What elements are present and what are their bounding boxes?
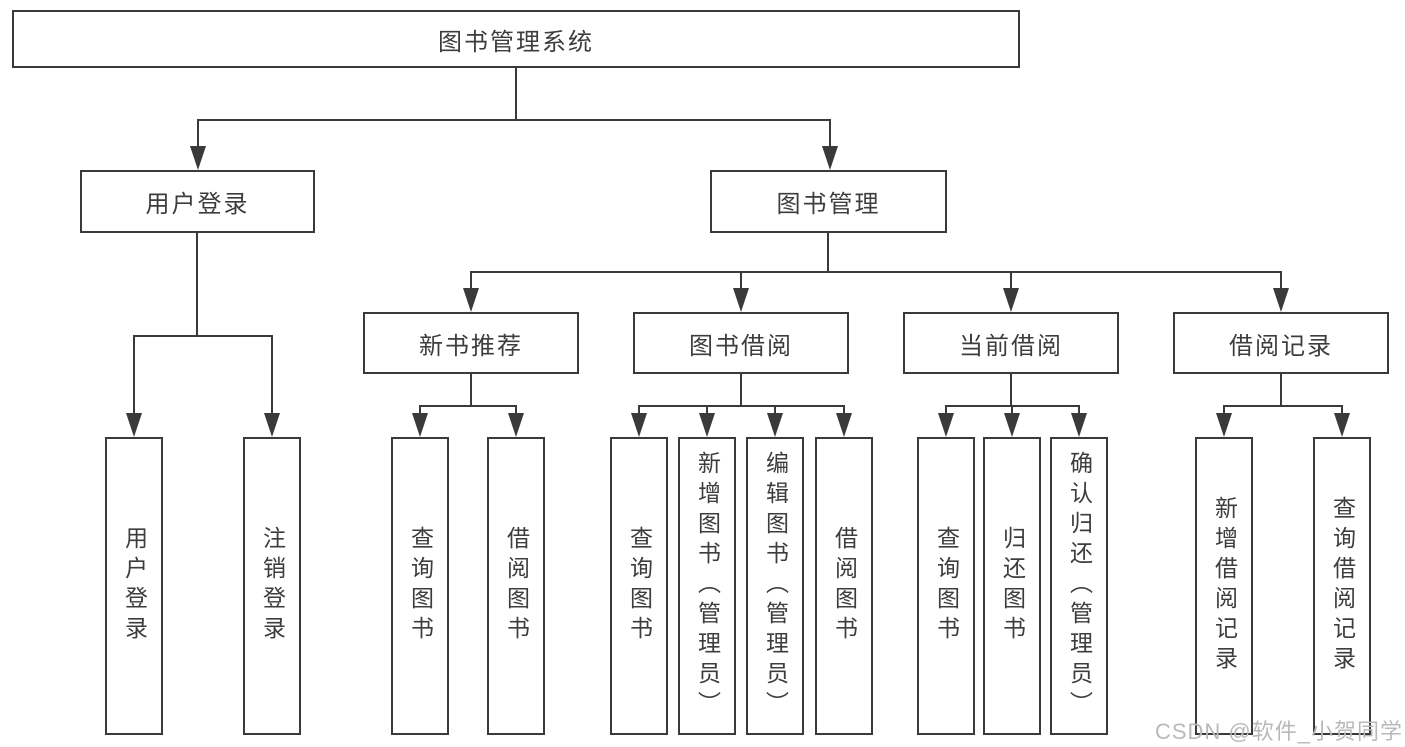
leaf-label: 借阅图书 [503, 526, 530, 646]
connector-vline [470, 374, 472, 407]
leaf-node-add-borrow-record: 新增借阅记录 [1195, 437, 1253, 735]
connector-hline [419, 405, 517, 407]
group-label: 借阅记录 [1229, 332, 1333, 360]
leaf-label: 编辑图书（管理员） [762, 451, 789, 721]
leaf-node-borrow-books: 借阅图书 [487, 437, 545, 735]
group-label: 当前借阅 [959, 332, 1063, 360]
connector-vline [1280, 271, 1282, 292]
leaf-label: 新增图书（管理员） [694, 451, 721, 721]
connector-hline [133, 335, 273, 337]
leaf-label: 查询图书 [407, 526, 434, 646]
arrow-down-icon [631, 413, 647, 437]
connector-vline [1010, 271, 1012, 292]
leaf-node-return-books: 归还图书 [983, 437, 1041, 735]
connector-vline [1341, 405, 1343, 417]
leaf-node-add-books-admin: 新增图书（管理员） [678, 437, 736, 735]
connector-vline [515, 68, 517, 121]
connector-vline [843, 405, 845, 417]
arrow-down-icon [264, 413, 280, 437]
node-book-management: 图书管理 [710, 170, 947, 233]
leaf-label: 用户登录 [121, 526, 148, 646]
connector-vline [706, 405, 708, 417]
arrow-down-icon [126, 413, 142, 437]
arrow-down-icon [836, 413, 852, 437]
leaf-label: 归还图书 [999, 526, 1026, 646]
leaf-node-query-books: 查询图书 [917, 437, 975, 735]
arrow-down-icon [508, 413, 524, 437]
arrow-down-icon [1071, 413, 1087, 437]
connector-vline [740, 374, 742, 407]
group-label: 新书推荐 [419, 332, 523, 360]
group-label: 图书借阅 [689, 332, 793, 360]
node-book-management-label: 图书管理 [776, 191, 881, 218]
connector-vline [945, 405, 947, 417]
leaf-node-user-login: 用户登录 [105, 437, 163, 735]
arrow-down-icon [1334, 413, 1350, 437]
connector-hline [197, 119, 831, 121]
arrow-down-icon [463, 288, 479, 312]
arrow-down-icon [1216, 413, 1232, 437]
connector-vline [740, 271, 742, 292]
leaf-node-query-borrow-record: 查询借阅记录 [1313, 437, 1371, 735]
connector-vline [1010, 374, 1012, 407]
connector-vline [1280, 374, 1282, 407]
arrow-down-icon [938, 413, 954, 437]
leaf-label: 新增借阅记录 [1211, 496, 1238, 676]
leaf-node-confirm-return-admin: 确认归还（管理员） [1050, 437, 1108, 735]
connector-vline [827, 233, 829, 273]
arrow-down-icon [1004, 413, 1020, 437]
leaf-node-query-books: 查询图书 [610, 437, 668, 735]
leaf-node-query-books: 查询图书 [391, 437, 449, 735]
connector-vline [829, 119, 831, 150]
connector-vline [1078, 405, 1080, 417]
csdn-watermark: CSDN @软件_小贺同学 [1154, 719, 1403, 744]
connector-vline [133, 335, 135, 415]
connector-vline [271, 335, 273, 415]
connector-vline [197, 119, 199, 150]
leaf-label: 查询图书 [626, 526, 653, 646]
leaf-node-edit-books-admin: 编辑图书（管理员） [746, 437, 804, 735]
connector-hline [638, 405, 845, 407]
connector-vline [1011, 405, 1013, 417]
root-node: 图书管理系统 [12, 10, 1020, 68]
arrow-down-icon [412, 413, 428, 437]
leaf-label: 借阅图书 [831, 526, 858, 646]
arrow-down-icon [699, 413, 715, 437]
connector-vline [419, 405, 421, 417]
root-node-label: 图书管理系统 [438, 28, 594, 56]
connector-vline [1223, 405, 1225, 417]
arrow-down-icon [190, 146, 206, 170]
connector-hline [470, 271, 1282, 273]
connector-vline [470, 271, 472, 292]
connector-hline [1223, 405, 1343, 407]
node-user-login: 用户登录 [80, 170, 315, 233]
leaf-label: 查询图书 [933, 526, 960, 646]
arrow-down-icon [767, 413, 783, 437]
leaf-node-borrow-books: 借阅图书 [815, 437, 873, 735]
arrow-down-icon [1003, 288, 1019, 312]
node-user-login-label: 用户登录 [145, 191, 250, 218]
connector-vline [774, 405, 776, 417]
connector-vline [515, 405, 517, 417]
leaf-label: 确认归还（管理员） [1066, 451, 1093, 721]
group-node-book-borrow: 图书借阅 [633, 312, 849, 374]
leaf-node-logout: 注销登录 [243, 437, 301, 735]
group-node-current-borrow: 当前借阅 [903, 312, 1119, 374]
connector-vline [196, 233, 198, 337]
leaf-label: 查询借阅记录 [1329, 496, 1356, 676]
arrow-down-icon [733, 288, 749, 312]
connector-vline [638, 405, 640, 417]
group-node-new-book-recommend: 新书推荐 [363, 312, 579, 374]
leaf-label: 注销登录 [259, 526, 286, 646]
arrow-down-icon [822, 146, 838, 170]
arrow-down-icon [1273, 288, 1289, 312]
group-node-borrow-record: 借阅记录 [1173, 312, 1389, 374]
